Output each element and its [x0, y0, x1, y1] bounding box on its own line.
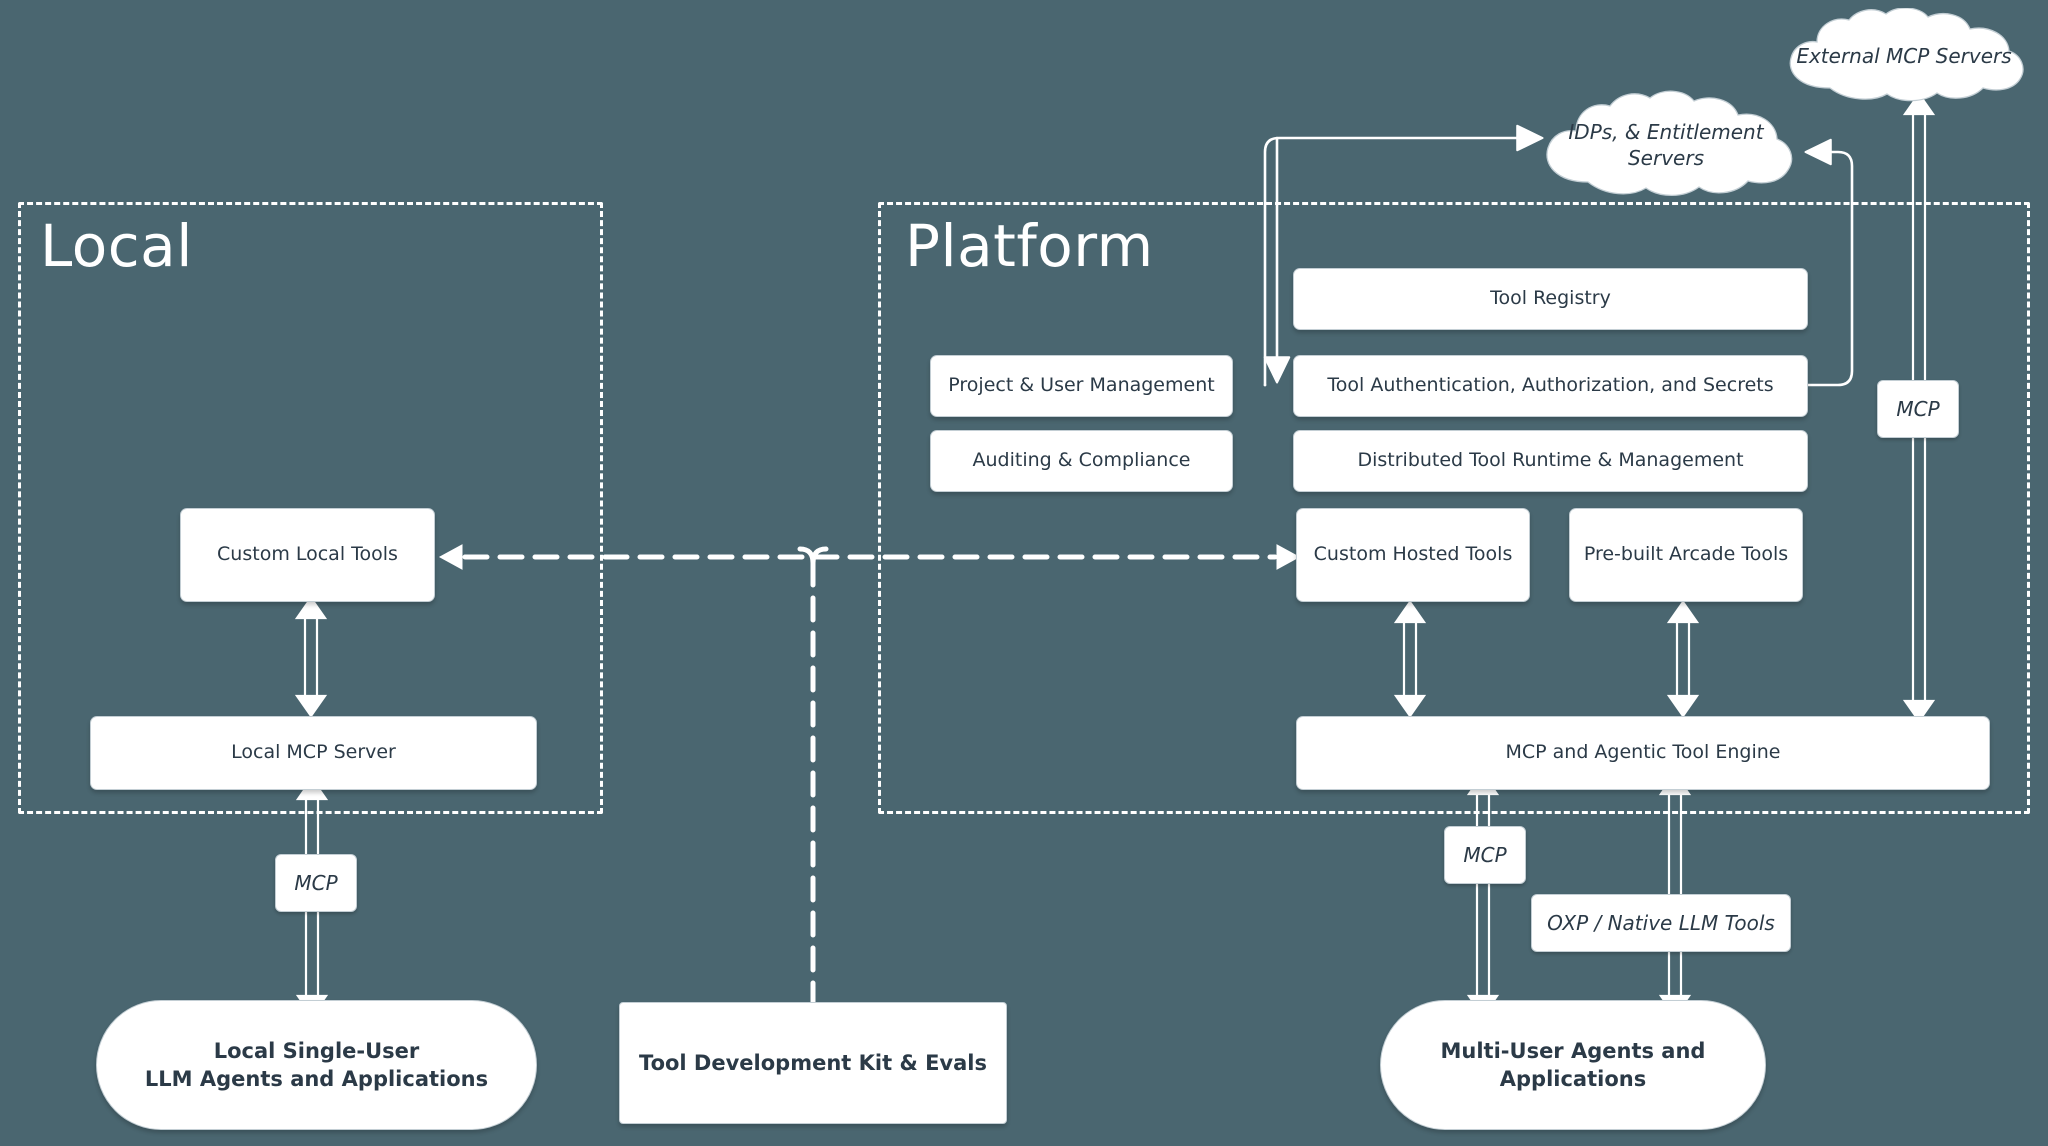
- node-distributed-tool-runtime[interactable]: Distributed Tool Runtime & Management: [1293, 430, 1808, 492]
- node-local-mcp-server[interactable]: Local MCP Server: [90, 716, 537, 790]
- cloud-external-mcp-servers[interactable]: External MCP Servers: [1773, 8, 2035, 104]
- tag-oxp-native-llm-tools[interactable]: OXP / Native LLM Tools: [1531, 894, 1791, 952]
- cloud-idps-line1: IDPs, & Entitlement: [1568, 120, 1764, 144]
- node-multiuser-agents[interactable]: Multi-User Agents and Applications: [1380, 1000, 1766, 1130]
- tag-mcp-right[interactable]: MCP: [1877, 380, 1959, 438]
- node-tool-registry[interactable]: Tool Registry: [1293, 268, 1808, 330]
- zone-local-title: Local: [40, 212, 193, 280]
- node-local-agents-line2: LLM Agents and Applications: [144, 1067, 489, 1091]
- node-mcp-agentic-tool-engine[interactable]: MCP and Agentic Tool Engine: [1296, 716, 1990, 790]
- node-prebuilt-arcade-tools[interactable]: Pre-built Arcade Tools: [1569, 508, 1803, 602]
- zone-platform-title: Platform: [905, 212, 1154, 280]
- cloud-shape-icon: [1546, 90, 1793, 197]
- node-multiuser-agents-line2: Applications: [1499, 1067, 1647, 1091]
- node-local-agents-line1: Local Single-User: [213, 1038, 420, 1063]
- node-multiuser-agents-line1: Multi-User Agents and: [1440, 1038, 1706, 1063]
- cloud-external-mcp-servers-label: External MCP Servers: [1796, 44, 2012, 68]
- cloud-shape-icon: [1789, 8, 2024, 102]
- zone-local: [18, 202, 603, 814]
- node-tool-auth[interactable]: Tool Authentication, Authorization, and …: [1293, 355, 1808, 417]
- tag-mcp-bottom[interactable]: MCP: [1444, 826, 1526, 884]
- cloud-idps-entitlement-servers-label: IDPs, & Entitlement Servers: [1540, 119, 1791, 171]
- node-tool-development-kit[interactable]: Tool Development Kit & Evals: [619, 1002, 1007, 1124]
- node-custom-local-tools[interactable]: Custom Local Tools: [180, 508, 435, 602]
- zone-platform: [878, 202, 2030, 814]
- cloud-idps-line2: Servers: [1627, 146, 1704, 170]
- node-auditing-compliance[interactable]: Auditing & Compliance: [930, 430, 1233, 492]
- cloud-idps-entitlement-servers[interactable]: IDPs, & Entitlement Servers: [1530, 90, 1802, 200]
- node-project-user-management[interactable]: Project & User Management: [930, 355, 1233, 417]
- tag-mcp-local[interactable]: MCP: [275, 854, 357, 912]
- node-local-agents[interactable]: Local Single-User LLM Agents and Applica…: [96, 1000, 537, 1130]
- node-custom-hosted-tools[interactable]: Custom Hosted Tools: [1296, 508, 1530, 602]
- wire-dashed-tdk: [797, 546, 829, 1005]
